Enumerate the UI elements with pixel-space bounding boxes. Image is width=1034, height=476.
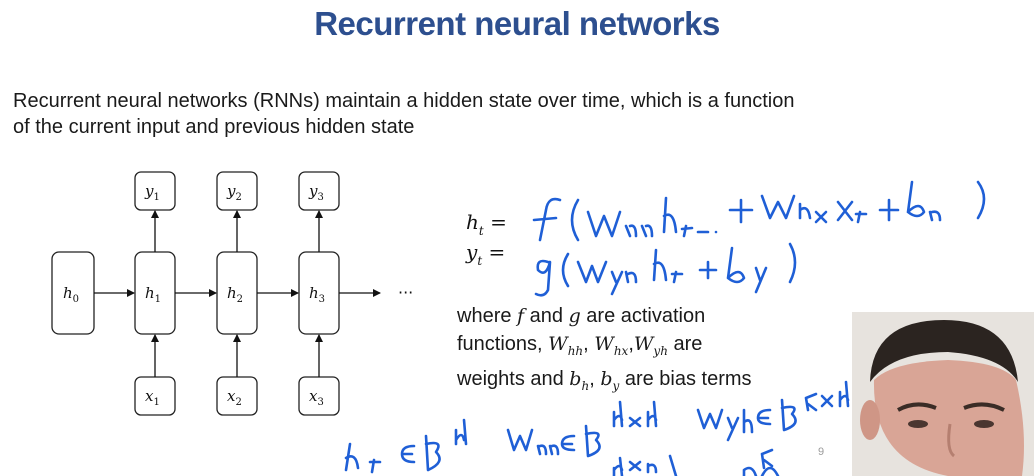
eq-yt-lhs: yt = (466, 240, 506, 268)
svg-text:y3: y3 (308, 182, 324, 203)
presenter-face-icon (852, 312, 1034, 476)
page-number: 9 (818, 446, 825, 458)
continuation-dots: ··· (398, 283, 413, 302)
svg-text:h0: h0 (63, 284, 79, 305)
eq-ht-lhs: ht = (466, 210, 507, 238)
rnn-diagram: h0 h1 h2 h3 y1 y2 y3 x1 x2 x3 ··· (51, 171, 413, 416)
svg-text:x2: x2 (227, 387, 242, 408)
svg-text:x3: x3 (309, 387, 324, 408)
svg-text:h3: h3 (309, 284, 325, 305)
presenter-webcam (852, 312, 1034, 476)
svg-text:y2: y2 (226, 182, 242, 203)
svg-text:x1: x1 (145, 387, 160, 408)
svg-text:y1: y1 (144, 182, 160, 203)
svg-text:h2: h2 (227, 284, 243, 305)
where-paragraph: where f and g are activation functions, … (457, 305, 752, 393)
intro-text: Recurrent neural networks (RNNs) maintai… (13, 90, 795, 138)
svg-text:h1: h1 (145, 284, 161, 305)
slide-title: Recurrent neural networks (314, 5, 720, 42)
